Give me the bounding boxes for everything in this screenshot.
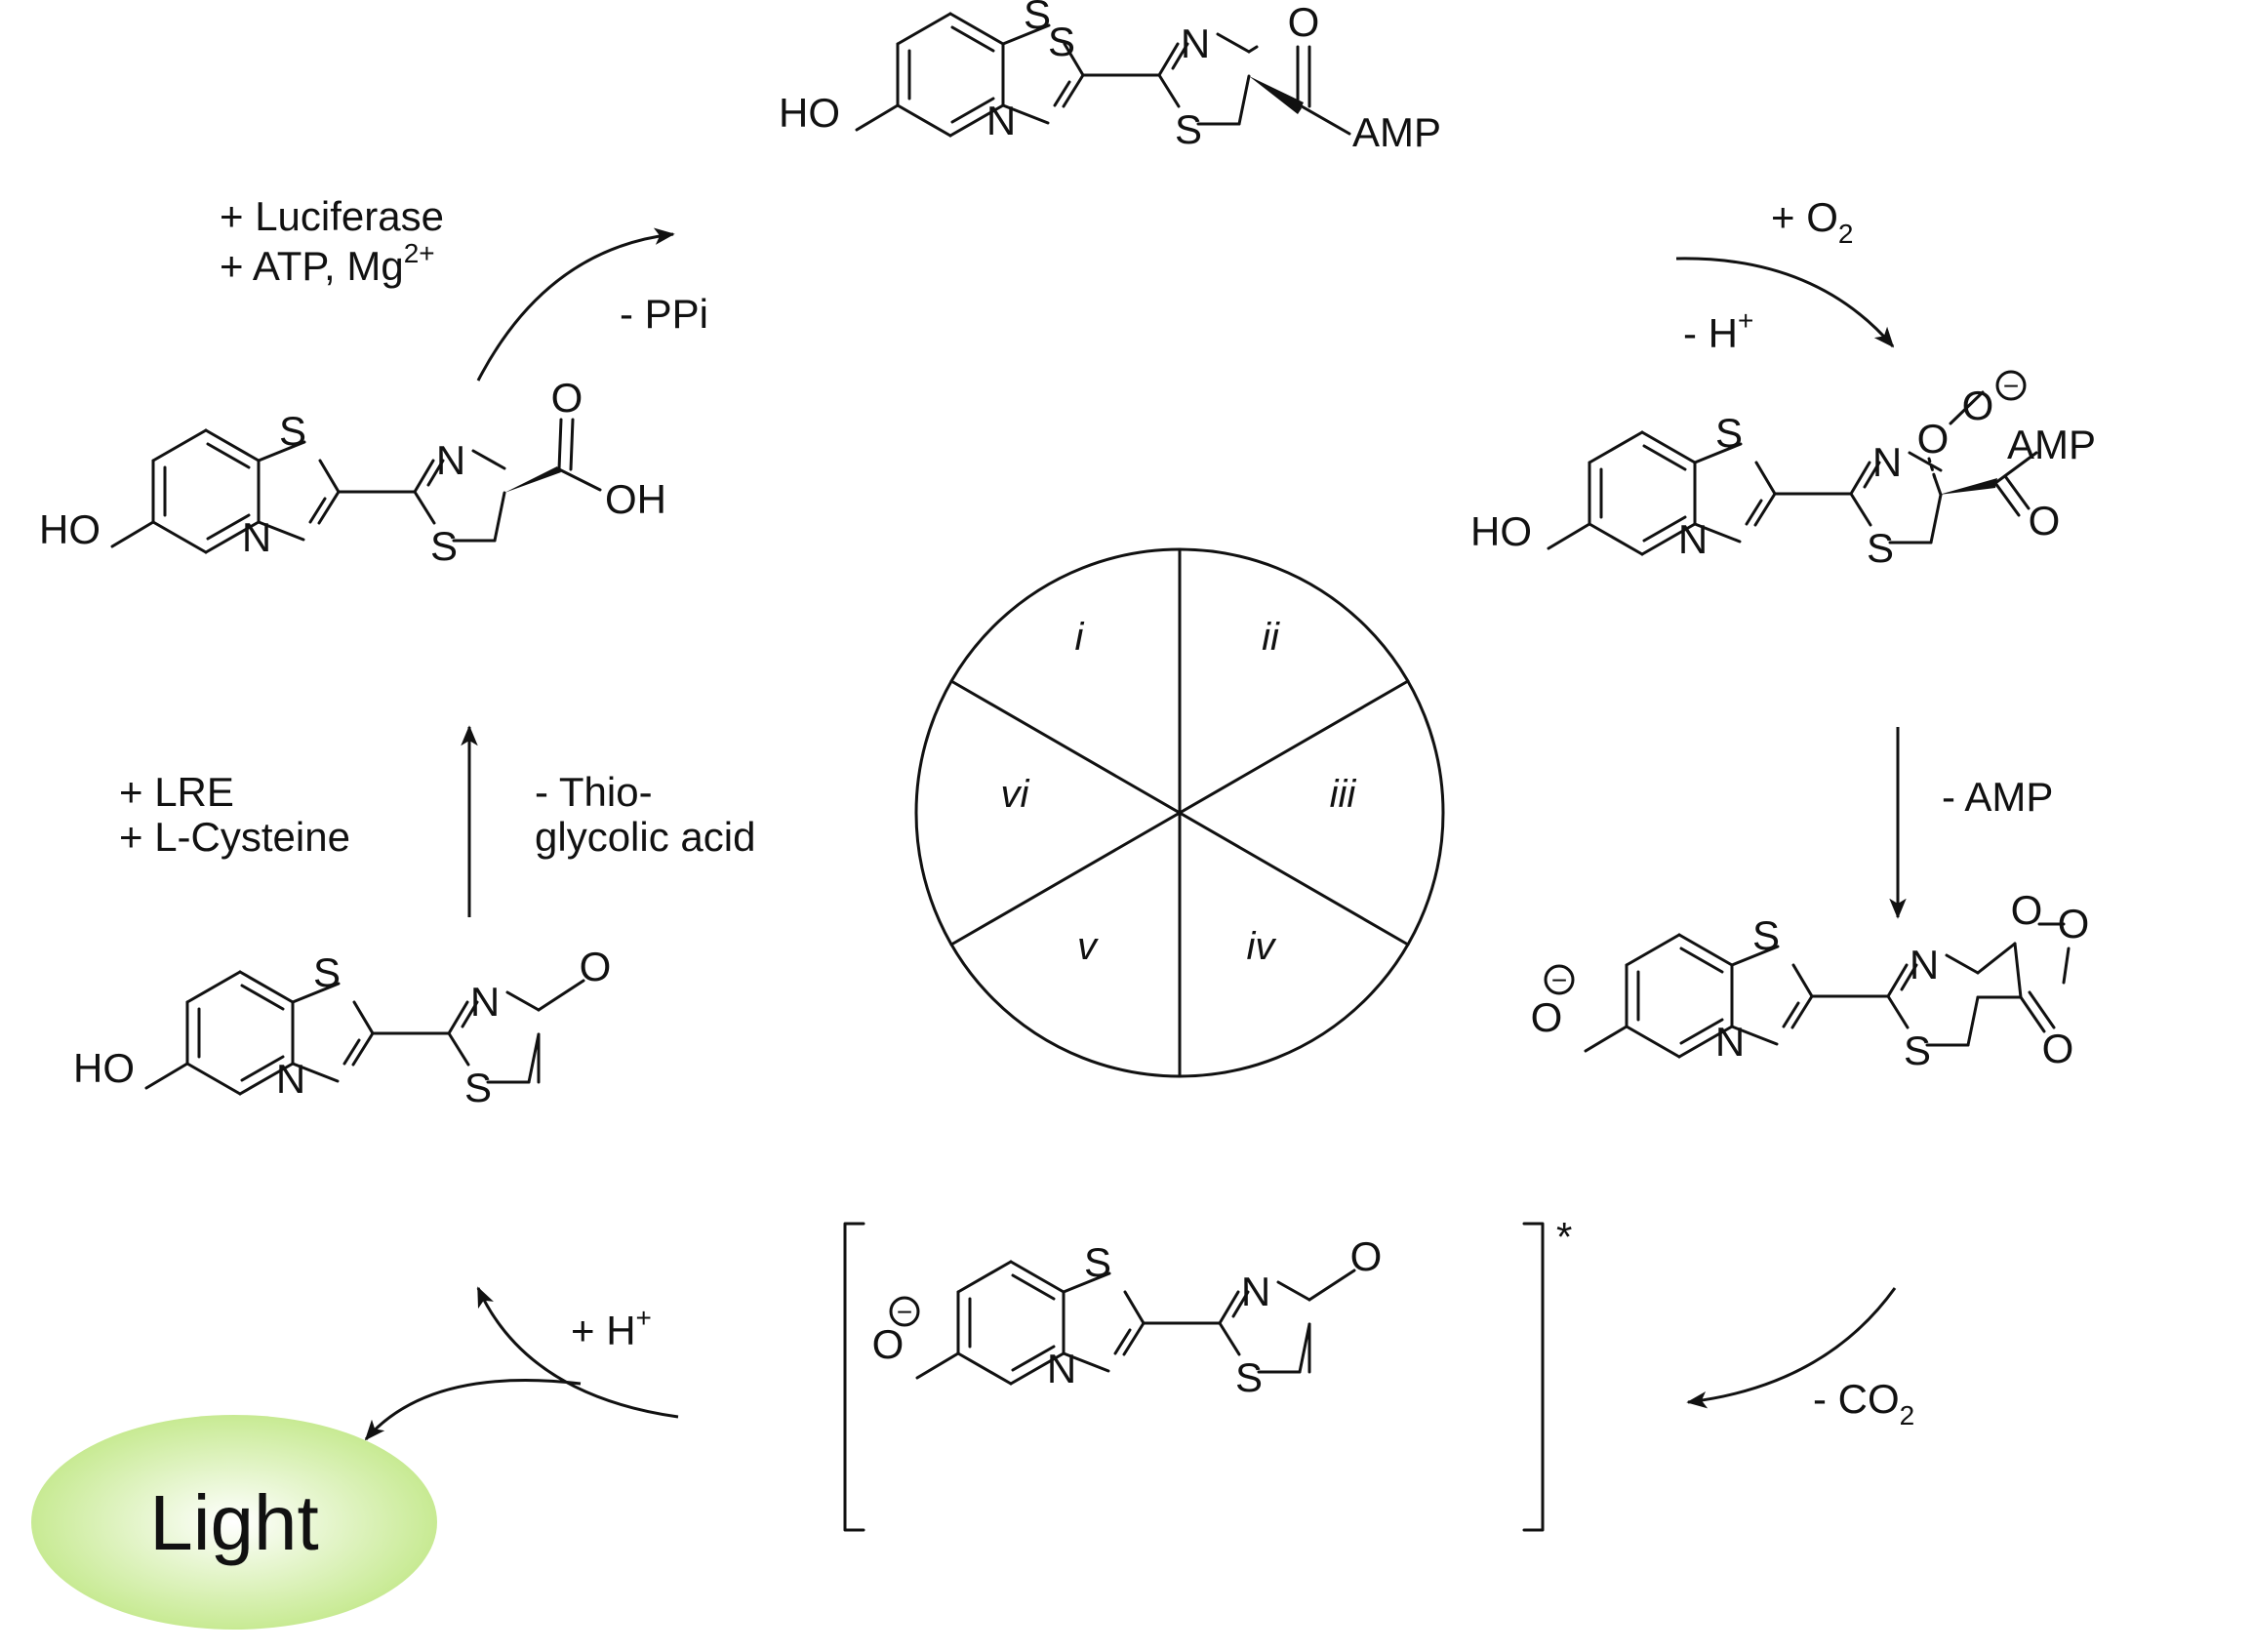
light-emission: Light [31, 1415, 437, 1630]
reagent-o2: + O2 [1771, 194, 1853, 249]
light-label: Light [149, 1479, 318, 1566]
wheel-label-iv: iv [1247, 925, 1277, 968]
arrow-step-2 [1675, 257, 1895, 348]
molecule-excited-oxyluciferin: O − N S S N O * [843, 1214, 1572, 1532]
wheel-label-iii: iii [1330, 773, 1357, 816]
wheel-label-i: i [1075, 616, 1085, 659]
svg-text:N: N [1047, 1346, 1076, 1391]
svg-text:O: O [1350, 1233, 1383, 1279]
svg-text:glycolic acid: glycolic acid [535, 814, 755, 860]
arrow-step-4 [1686, 1287, 1897, 1409]
svg-text:S: S [464, 1065, 492, 1110]
svg-text:O: O [580, 944, 612, 989]
excited-state-mark: * [1556, 1214, 1572, 1260]
svg-text:HO: HO [39, 506, 101, 552]
svg-text:+ LRE: + LRE [119, 769, 234, 815]
svg-text:N: N [1181, 20, 1210, 66]
svg-text:O: O [551, 375, 583, 421]
reagent-h-plus: + H+ [571, 1303, 652, 1353]
reagent-co2: - CO2 [1813, 1376, 1914, 1430]
arrow-step-1 [476, 227, 675, 382]
molecule-luciferyl-amp: HO N S S N S O AMP [779, 0, 1441, 155]
arrow-step-5 [476, 1286, 679, 1419]
svg-text:S: S [1904, 1027, 1931, 1073]
svg-text:- PPi: - PPi [620, 291, 708, 337]
svg-text:HO: HO [1470, 508, 1532, 554]
svg-text:S: S [1048, 19, 1075, 64]
svg-text:O: O [2058, 901, 2090, 947]
svg-text:AMP: AMP [1352, 109, 1441, 155]
arrow-light-emission [364, 1379, 582, 1441]
svg-text:O: O [1917, 416, 1950, 462]
svg-text:- AMP: - AMP [1942, 774, 2053, 820]
wheel-label-v: v [1077, 925, 1099, 968]
svg-text:OH: OH [605, 476, 666, 522]
svg-text:N: N [1241, 1269, 1270, 1314]
svg-text:S: S [1084, 1239, 1111, 1285]
svg-text:−: − [2003, 371, 2019, 401]
svg-text:S: S [279, 408, 306, 454]
svg-text:S: S [1752, 912, 1780, 958]
svg-text:N: N [1910, 942, 1939, 987]
svg-text:+ L-Cysteine: + L-Cysteine [119, 814, 350, 860]
svg-text:- Thio-: - Thio- [535, 769, 653, 815]
stage-wheel: i ii iii iv v vi [914, 547, 1445, 1078]
molecule-peroxy-anion: HO N S S N O O − AMP O [1470, 370, 2096, 571]
svg-text:N: N [436, 437, 465, 483]
svg-text:HO: HO [73, 1045, 135, 1091]
reagent-h-minus: - H+ [1683, 305, 1753, 356]
svg-text:N: N [470, 979, 500, 1025]
svg-text:O: O [1962, 383, 1994, 428]
svg-text:S: S [1235, 1354, 1263, 1400]
svg-text:N: N [1715, 1019, 1745, 1065]
svg-text:N: N [1872, 439, 1902, 485]
svg-text:−: − [897, 1297, 912, 1327]
svg-text:S: S [1175, 106, 1202, 152]
reaction-arrows [364, 227, 1907, 1441]
wheel-label-ii: ii [1262, 616, 1280, 659]
svg-text:S: S [1715, 410, 1743, 456]
svg-text:S: S [1867, 525, 1894, 571]
svg-text:−: − [1551, 965, 1567, 995]
reagent-atp-mg: + ATP, Mg2+ [220, 238, 435, 289]
svg-text:O: O [1288, 0, 1320, 45]
svg-text:S: S [430, 523, 458, 569]
svg-text:S: S [313, 949, 341, 995]
svg-text:O: O [2042, 1026, 2074, 1071]
svg-text:S: S [1024, 0, 1051, 37]
svg-text:N: N [276, 1056, 305, 1102]
molecule-dioxetanone: O − N S S N O O O [1531, 887, 2090, 1073]
molecule-d-luciferin: HO N S S N O OH [39, 375, 666, 569]
svg-text:N: N [986, 98, 1016, 143]
svg-text:N: N [1678, 516, 1708, 562]
svg-text:AMP: AMP [2007, 422, 2096, 467]
svg-text:HO: HO [779, 90, 840, 136]
wheel-label-vi: vi [1001, 773, 1030, 816]
svg-text:O: O [2011, 887, 2043, 933]
molecule-oxyluciferin: HO N S S N O [73, 944, 611, 1110]
svg-text:O: O [872, 1321, 905, 1367]
svg-text:N: N [242, 514, 271, 560]
svg-text:+ Luciferase: + Luciferase [220, 193, 444, 239]
svg-text:O: O [2029, 498, 2061, 544]
svg-text:O: O [1531, 994, 1563, 1040]
reagent-labels: + Luciferase + ATP, Mg2+ - PPi + O2 - H+… [119, 193, 2053, 1430]
